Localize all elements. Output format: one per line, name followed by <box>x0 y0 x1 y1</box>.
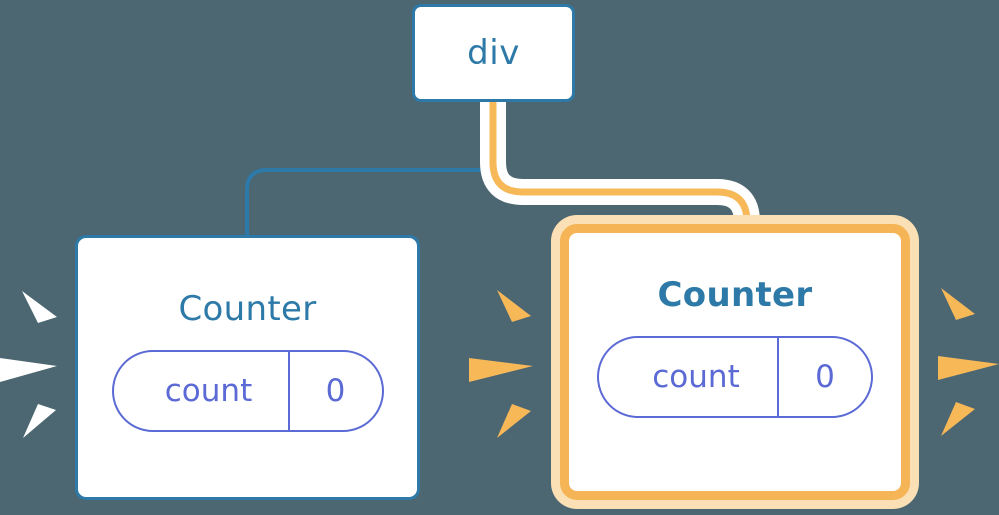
edge-root-to-counter-left <box>245 102 495 236</box>
spark-group-left-counter-left <box>0 291 57 438</box>
edge-root-to-counter-right <box>489 102 751 240</box>
node-counter-right-label: Counter <box>657 275 813 315</box>
node-counter-left[interactable]: Counter count 0 <box>75 235 420 500</box>
spark-group-left-counter-right <box>469 290 533 438</box>
node-div-label: div <box>467 33 520 73</box>
state-value-right: 0 <box>777 338 871 416</box>
node-div[interactable]: div <box>412 4 575 102</box>
edge-root-to-counter-right-halo <box>480 102 760 240</box>
state-pill-left: count 0 <box>111 350 384 432</box>
node-counter-left-label: Counter <box>178 289 317 329</box>
state-key-left: count <box>164 372 253 409</box>
spark-group-right-counter-left <box>938 288 999 436</box>
node-counter-right[interactable]: Counter count 0 <box>560 224 910 500</box>
state-key-right: count <box>652 358 740 395</box>
state-pill-right: count 0 <box>597 336 873 418</box>
state-value-left: 0 <box>287 352 382 430</box>
